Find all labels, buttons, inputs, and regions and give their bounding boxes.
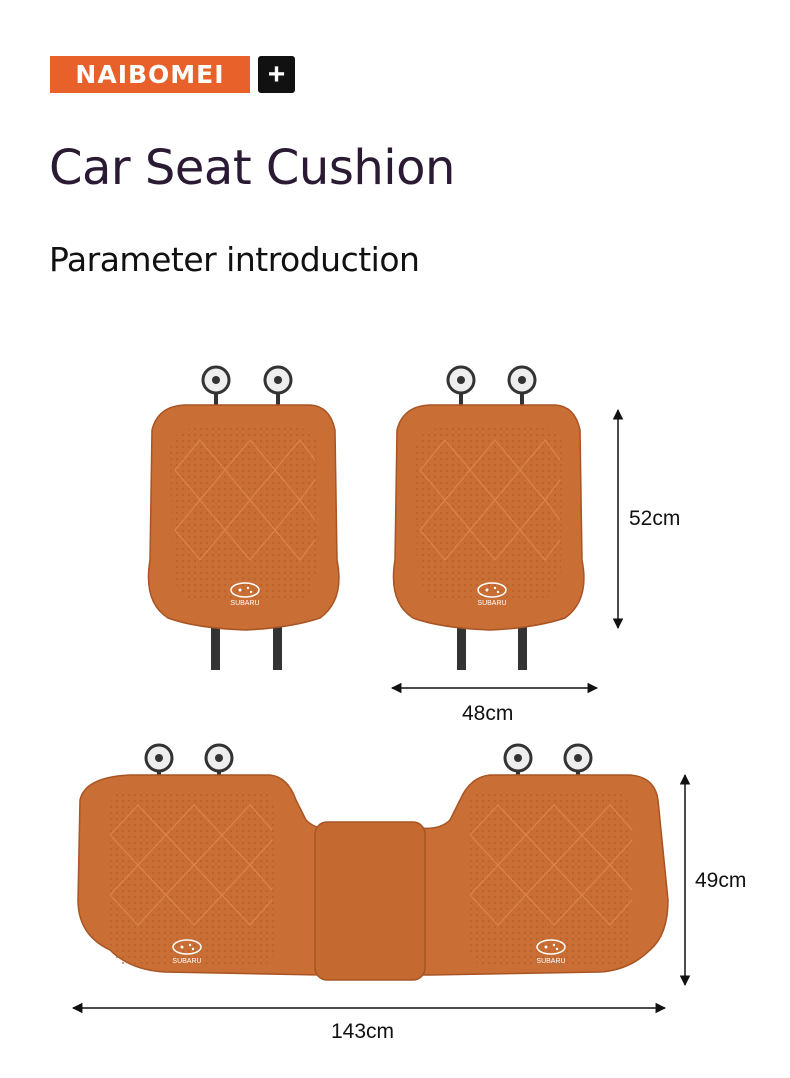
strap-icon <box>457 625 527 670</box>
car-brand-logo-icon <box>172 939 202 955</box>
car-brand-logo-text: SUBARU <box>536 958 565 965</box>
headrest-mount-icon <box>201 365 293 410</box>
strap-icon <box>211 625 282 670</box>
front-width-label: 48cm <box>462 702 514 725</box>
car-brand-logo-text: SUBARU <box>477 600 506 607</box>
car-brand-logo-icon <box>230 582 260 598</box>
brand-logo: NAIBOMEI + <box>50 56 295 93</box>
car-brand-logo-icon <box>477 582 507 598</box>
front-height-label: 52cm <box>629 507 681 530</box>
rear-seat-cushion: SUBARU SUBARU <box>77 743 669 981</box>
rear-height-label: 49cm <box>695 869 747 892</box>
page-title: Car Seat Cushion <box>49 140 455 196</box>
page-subtitle: Parameter introduction <box>49 240 420 279</box>
headrest-mount-icon <box>446 365 537 410</box>
front-seat-cushion-left: SUBARU <box>147 365 340 670</box>
brand-name: NAIBOMEI <box>50 56 250 93</box>
headrest-mount-icon <box>144 743 593 782</box>
plus-icon: + <box>258 56 295 93</box>
front-seat-cushion-right: SUBARU <box>392 365 585 670</box>
rear-middle-panel <box>314 821 426 981</box>
car-brand-logo-icon <box>536 939 566 955</box>
rear-width-label: 143cm <box>331 1020 395 1043</box>
car-brand-logo-text: SUBARU <box>230 600 259 607</box>
car-brand-logo-text: SUBARU <box>172 958 201 965</box>
